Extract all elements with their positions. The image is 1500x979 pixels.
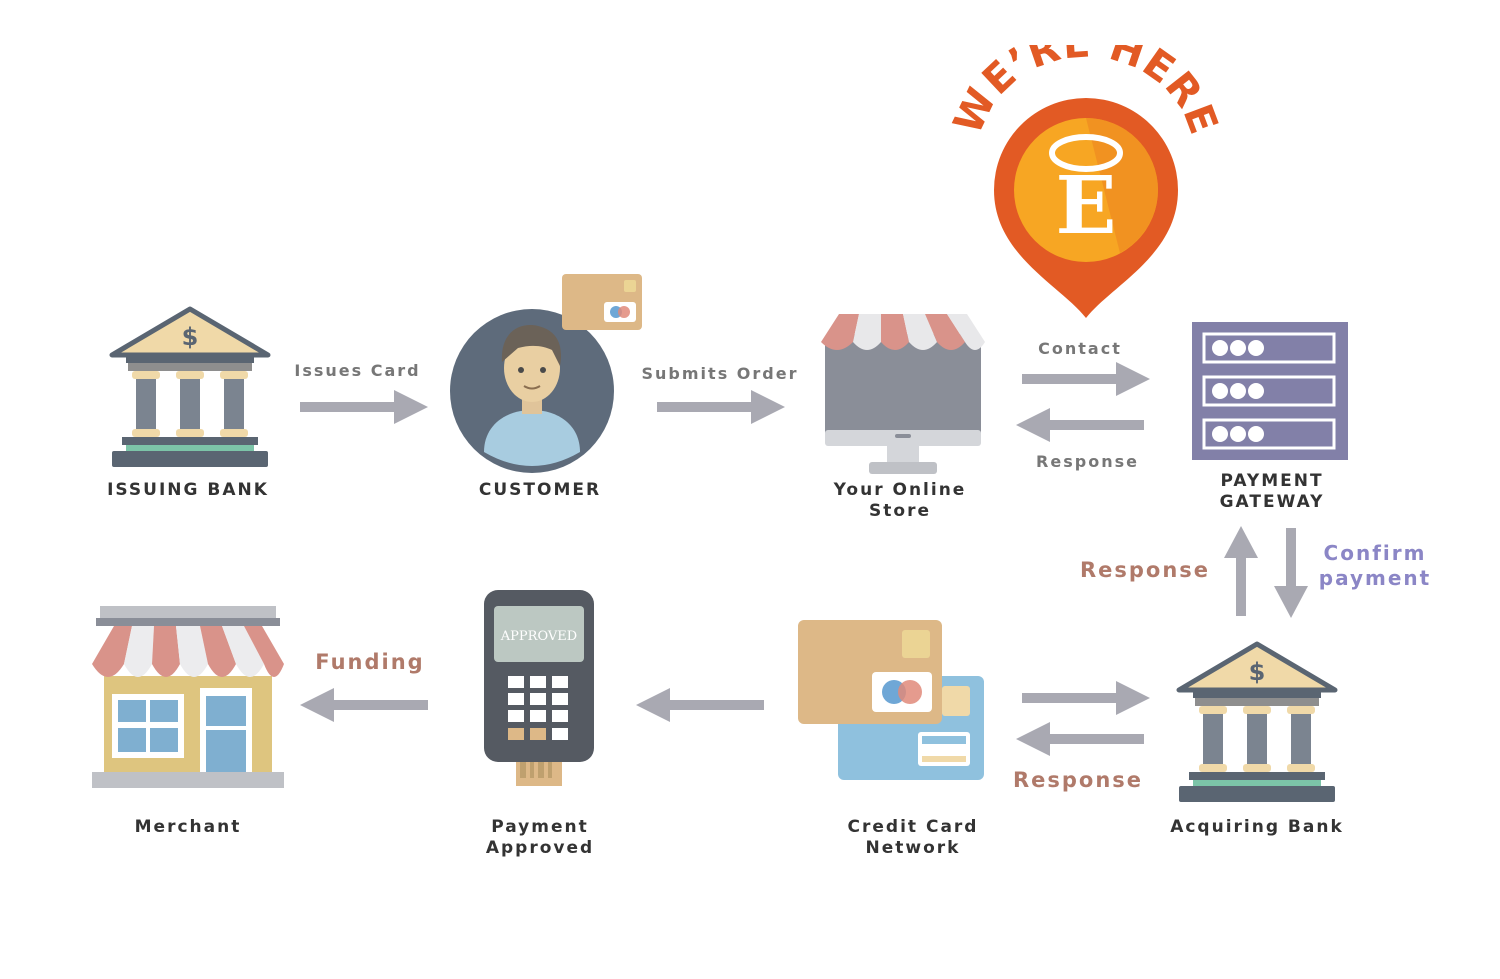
gateway-slot-3 bbox=[1202, 418, 1336, 450]
response-bottom-arrow bbox=[1016, 722, 1144, 756]
store-awning bbox=[821, 314, 985, 350]
merchant-store-icon bbox=[92, 606, 284, 788]
tan-card-icon bbox=[798, 620, 942, 724]
payment-gateway-icon bbox=[1192, 322, 1348, 460]
payment-approved-label: Payment Approved bbox=[440, 817, 640, 859]
payment-approved-line1: Payment bbox=[491, 817, 589, 837]
funding-arrow bbox=[300, 688, 428, 722]
submits-order-label: Submits Order bbox=[641, 364, 799, 383]
issues-card-label: Issues Card bbox=[294, 361, 421, 380]
response-top-arrow bbox=[1016, 408, 1144, 442]
network-to-approved-arrow bbox=[636, 688, 764, 722]
acquiring-bank-label: Acquiring Bank bbox=[1170, 817, 1344, 837]
response-bottom-label: Response bbox=[1012, 768, 1144, 792]
gateway-slot-2 bbox=[1202, 375, 1336, 407]
response-vertical-label: Response bbox=[1079, 558, 1211, 582]
credit-card-network-line1: Credit Card bbox=[847, 817, 979, 837]
confirm-down-arrow bbox=[1274, 528, 1308, 618]
contact-label: Contact bbox=[1038, 339, 1122, 358]
customer-icon bbox=[450, 274, 642, 473]
gateway-slot-1 bbox=[1202, 332, 1336, 364]
online-store-label-line2: Store bbox=[869, 501, 931, 521]
credit-card-network-line2: Network bbox=[865, 838, 961, 858]
merchant-awning bbox=[92, 626, 284, 677]
location-pin-icon: E bbox=[994, 98, 1178, 318]
credit-card-network-icon bbox=[798, 620, 984, 780]
online-store-icon bbox=[821, 314, 985, 474]
online-store-label: Your Online Store bbox=[800, 480, 1000, 522]
confirm-payment-line1: Confirm bbox=[1323, 541, 1427, 565]
customer-label: CUSTOMER bbox=[478, 480, 602, 500]
payment-gateway-label-line1: PAYMENT bbox=[1220, 471, 1324, 491]
badge-letter: E bbox=[1056, 158, 1117, 252]
funding-label: Funding bbox=[315, 650, 425, 674]
merchant-label: Merchant bbox=[134, 817, 242, 837]
terminal-keypad bbox=[508, 676, 568, 722]
payment-terminal-icon: APPROVED bbox=[484, 590, 594, 786]
terminal-screen-text: APPROVED bbox=[500, 629, 577, 644]
customer-card-icon bbox=[562, 274, 642, 330]
acquiring-bank-icon: $ bbox=[1176, 641, 1338, 802]
issuing-bank-dollar: $ bbox=[182, 323, 199, 351]
issuing-bank-label: ISSUING BANK bbox=[107, 480, 269, 500]
response-up-arrow bbox=[1224, 526, 1258, 616]
acquiring-bank-dollar: $ bbox=[1249, 658, 1266, 686]
payment-gateway-label-line2: GATEWAY bbox=[1219, 492, 1325, 512]
confirm-payment-line2: payment bbox=[1318, 566, 1432, 590]
submits-order-arrow bbox=[657, 390, 785, 424]
network-to-acquiring-arrow bbox=[1022, 681, 1150, 715]
confirm-payment-label: Confirm payment bbox=[1312, 541, 1438, 591]
online-store-label-line1: Your Online bbox=[833, 480, 967, 500]
payment-gateway-label: PAYMENT GATEWAY bbox=[1172, 471, 1372, 513]
issues-card-arrow bbox=[300, 390, 428, 424]
issuing-bank-icon: $ bbox=[109, 306, 271, 467]
response-top-label: Response bbox=[1036, 452, 1139, 471]
credit-card-network-label: Credit Card Network bbox=[813, 817, 1013, 859]
payment-approved-line2: Approved bbox=[485, 838, 595, 858]
contact-arrow bbox=[1022, 362, 1150, 396]
